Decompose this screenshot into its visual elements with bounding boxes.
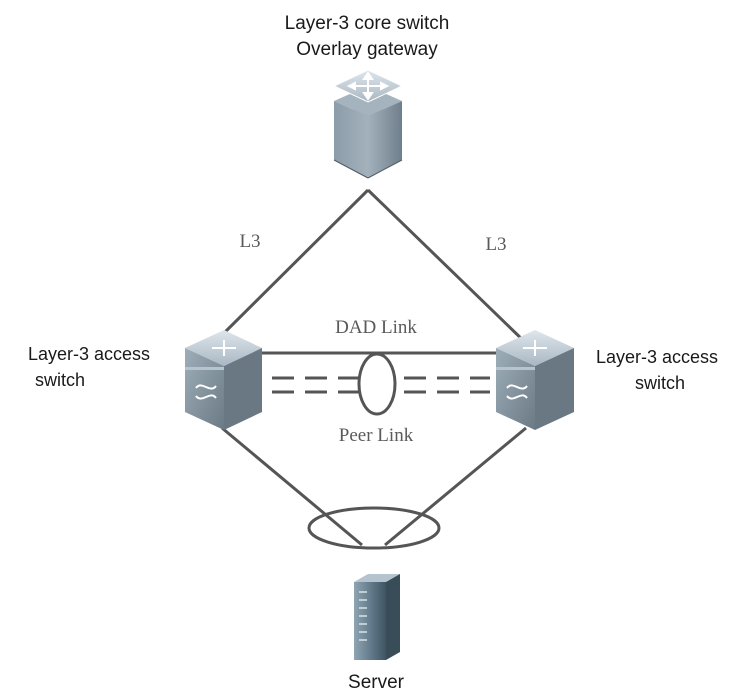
access-switch-right-label-line1: Layer-3 access [596, 347, 718, 367]
access-switch-right-label-line2: switch [635, 373, 685, 393]
connection-lines [210, 188, 530, 547]
dad-link-label: DAD Link [335, 317, 417, 338]
server-label: Server [348, 672, 405, 693]
access-switch-left-label-line1: Layer-3 access [28, 344, 150, 364]
server-link-left [221, 426, 363, 547]
access-switch-right [496, 330, 574, 430]
server-aggregation-ellipse [307, 506, 441, 550]
access-switch-left-label-line2: switch [35, 370, 85, 390]
l3-label-right: L3 [485, 234, 506, 255]
core-switch-icon [332, 69, 404, 179]
l3-link-left [210, 188, 370, 347]
server-icon [354, 574, 400, 660]
peer-link-label: Peer Link [339, 425, 414, 446]
access-switch-icon [195, 340, 236, 400]
core-switch-label-line2: Overlay gateway [296, 39, 438, 60]
access-switch-left [185, 330, 262, 430]
l3-label-left: L3 [239, 231, 260, 252]
access-switch-icon [506, 340, 547, 400]
server-link-right [384, 426, 527, 547]
core-switch-label-line1: Layer-3 core switch [285, 13, 450, 34]
peer-link-bundle-ellipse [357, 352, 397, 416]
l3-link-right [366, 188, 530, 347]
